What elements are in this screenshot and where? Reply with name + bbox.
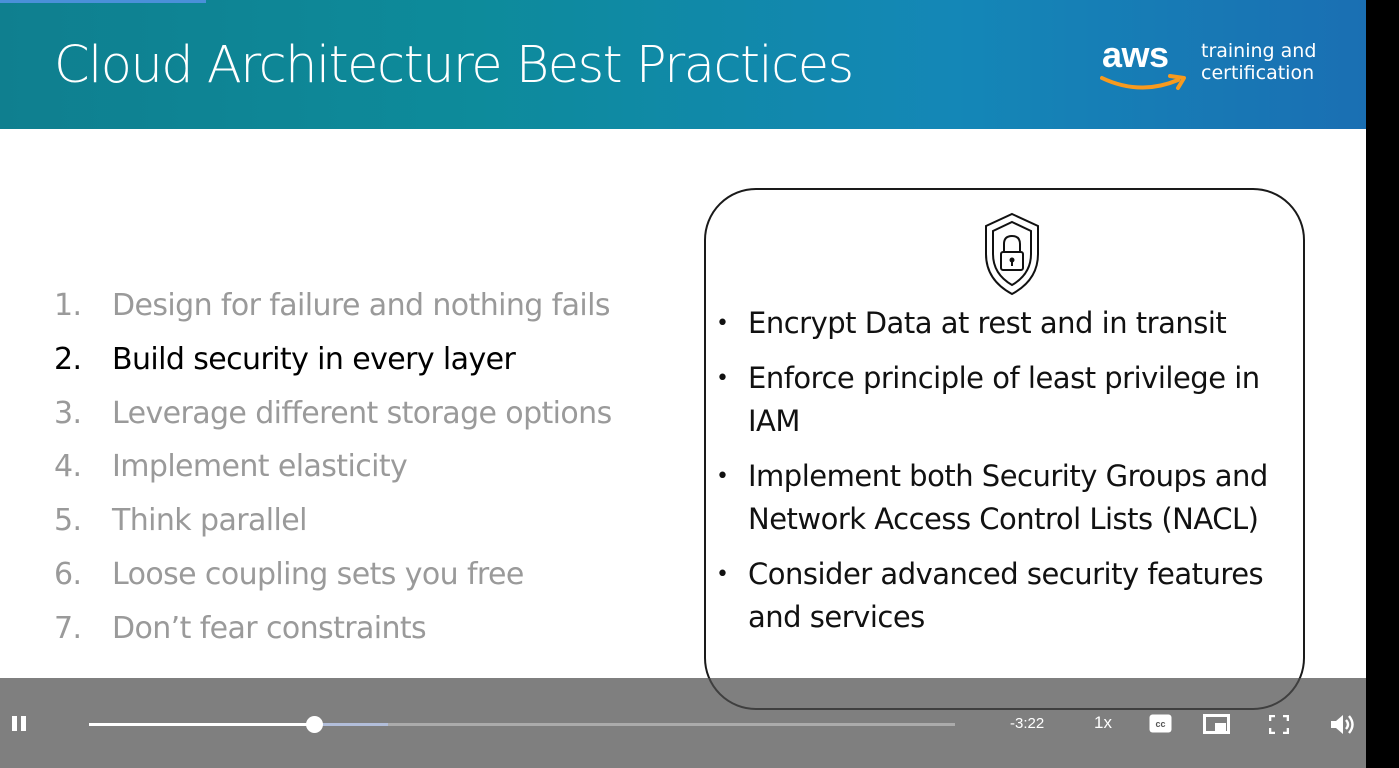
- loading-indicator: [0, 0, 206, 3]
- practice-item-5: 5. Think parallel: [54, 493, 674, 547]
- practice-label: Implement elasticity: [112, 449, 408, 485]
- practice-number: 5.: [54, 503, 82, 539]
- progress-scrubber[interactable]: [89, 716, 955, 733]
- security-bullet: • Enforce principle of least privilege i…: [716, 357, 1296, 443]
- captions-button[interactable]: cc: [1149, 714, 1172, 738]
- brand-subtitle-line1: training and: [1201, 40, 1317, 62]
- security-bullet: • Consider advanced security features an…: [716, 553, 1296, 639]
- time-remaining: -3:22: [1010, 715, 1045, 732]
- bullet-text: Enforce principle of least privilege in …: [748, 361, 1260, 438]
- volume-button[interactable]: [1330, 714, 1356, 740]
- aws-logo-text: aws: [1102, 34, 1169, 75]
- aws-brand-logo: aws training and certification: [1100, 34, 1330, 98]
- security-details-box: • Encrypt Data at rest and in transit • …: [704, 188, 1305, 710]
- svg-text:cc: cc: [1155, 719, 1165, 729]
- practice-item-6: 6. Loose coupling sets you free: [54, 547, 674, 601]
- practice-label: Don’t fear constraints: [112, 610, 427, 646]
- picture-in-picture-button[interactable]: [1203, 714, 1230, 739]
- bullet-dot: •: [716, 464, 729, 489]
- brand-subtitle-line2: certification: [1201, 62, 1315, 84]
- slide: Cloud Architecture Best Practices aws tr…: [0, 0, 1366, 768]
- practice-number: 3.: [54, 395, 82, 431]
- practice-number: 6.: [54, 556, 82, 592]
- scrubber-handle[interactable]: [306, 716, 324, 733]
- practice-item-1: 1. Design for failure and nothing fails: [54, 278, 674, 332]
- practice-number: 1.: [54, 288, 82, 323]
- bullet-dot: •: [716, 311, 729, 336]
- fullscreen-icon: [1268, 714, 1290, 735]
- practice-number: 2.: [54, 341, 82, 377]
- player-control-bar: -3:22 1x cc: [0, 678, 1366, 768]
- pause-icon: [21, 716, 26, 731]
- picture-in-picture-icon: [1203, 714, 1230, 734]
- fullscreen-button[interactable]: [1268, 714, 1290, 739]
- volume-icon: [1331, 715, 1354, 734]
- slide-title: Cloud Architecture Best Practices: [54, 36, 854, 95]
- practice-number: 4.: [54, 449, 82, 485]
- bullet-text: Implement both Security Groups and Netwo…: [748, 459, 1268, 536]
- bullet-text: Encrypt Data at rest and in transit: [748, 306, 1227, 340]
- closed-captions-icon: cc: [1149, 714, 1172, 733]
- practice-label: Loose coupling sets you free: [112, 556, 524, 592]
- pause-icon: [12, 716, 17, 731]
- played-bar: [89, 723, 315, 726]
- practice-label: Leverage different storage options: [112, 395, 612, 431]
- security-bullet: • Encrypt Data at rest and in transit: [716, 302, 1296, 345]
- practice-item-4: 4. Implement elasticity: [54, 439, 674, 493]
- practice-item-2: 2. Build security in every layer: [54, 332, 674, 386]
- shield-lock-icon: [985, 212, 1039, 296]
- bullet-text: Consider advanced security features and …: [748, 557, 1264, 634]
- aws-brand-subtitle: training and certification: [1201, 40, 1316, 84]
- practice-label: Build security in every layer: [112, 341, 516, 377]
- practice-label: Think parallel: [112, 503, 307, 539]
- practice-label: Design for failure and nothing fails: [112, 288, 611, 323]
- security-bullet: • Implement both Security Groups and Net…: [716, 455, 1296, 541]
- practice-item-7: 7. Don’t fear constraints: [54, 601, 674, 655]
- slide-header: Cloud Architecture Best Practices aws tr…: [0, 0, 1366, 129]
- practice-item-3: 3. Leverage different storage options: [54, 386, 674, 440]
- pause-button[interactable]: [10, 714, 30, 734]
- playback-speed-button[interactable]: 1x: [1094, 713, 1112, 732]
- bullet-dot: •: [716, 366, 729, 391]
- practice-number: 7.: [54, 610, 82, 646]
- bullet-dot: •: [716, 562, 729, 587]
- aws-smile-icon: [1100, 74, 1186, 90]
- best-practices-list: 1. Design for failure and nothing fails …: [54, 278, 674, 655]
- security-bullet-list: • Encrypt Data at rest and in transit • …: [716, 302, 1296, 651]
- player-letterbox: [1366, 0, 1399, 768]
